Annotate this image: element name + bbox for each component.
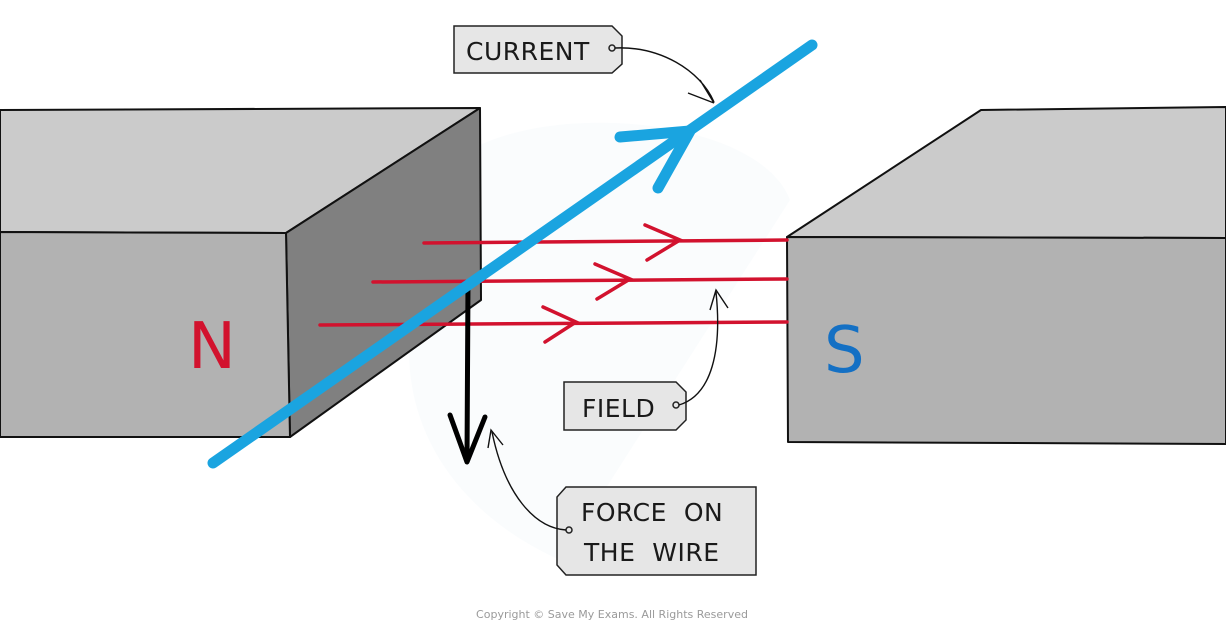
north-magnet-front-face bbox=[0, 231, 291, 438]
field-label: FIELD bbox=[582, 394, 655, 423]
field-line-top bbox=[422, 238, 789, 245]
field-line-top-arrow-icon bbox=[643, 223, 684, 262]
field-line-middle-arrow-icon bbox=[593, 262, 634, 301]
field-pointer-arrow-icon bbox=[678, 288, 729, 406]
current-wire bbox=[207, 39, 818, 469]
north-magnet bbox=[0, 107, 482, 438]
field-line-bottom bbox=[318, 320, 789, 327]
field-tag: FIELD bbox=[563, 381, 687, 431]
copyright-notice: Copyright © Save My Exams. All Rights Re… bbox=[476, 608, 748, 621]
watermark-logo bbox=[409, 122, 790, 561]
current-direction-arrow-icon bbox=[614, 125, 696, 194]
field-line-middle bbox=[371, 277, 789, 284]
force-label-line2: THE WIRE bbox=[583, 538, 720, 567]
force-tag: FORCE ON THE WIRE bbox=[556, 486, 757, 576]
north-pole-label: N bbox=[188, 310, 236, 384]
field-line-bottom-arrow-icon bbox=[541, 305, 580, 344]
force-arrow bbox=[447, 279, 488, 465]
current-tag: CURRENT bbox=[453, 25, 623, 74]
wire-line bbox=[207, 39, 818, 469]
force-arrow-head-icon bbox=[447, 412, 488, 465]
force-arrow-shaft bbox=[464, 279, 471, 463]
force-pointer-arrow-icon bbox=[487, 428, 567, 531]
south-magnet-front-face bbox=[786, 236, 1226, 445]
current-pointer-arrow-icon bbox=[614, 47, 715, 104]
south-pole-label: S bbox=[824, 314, 865, 388]
magnetic-field-lines bbox=[318, 223, 789, 344]
force-label-line1: FORCE ON bbox=[581, 498, 723, 527]
south-magnet-top-face bbox=[786, 106, 1226, 239]
south-magnet bbox=[786, 106, 1226, 445]
current-label: CURRENT bbox=[466, 37, 590, 66]
